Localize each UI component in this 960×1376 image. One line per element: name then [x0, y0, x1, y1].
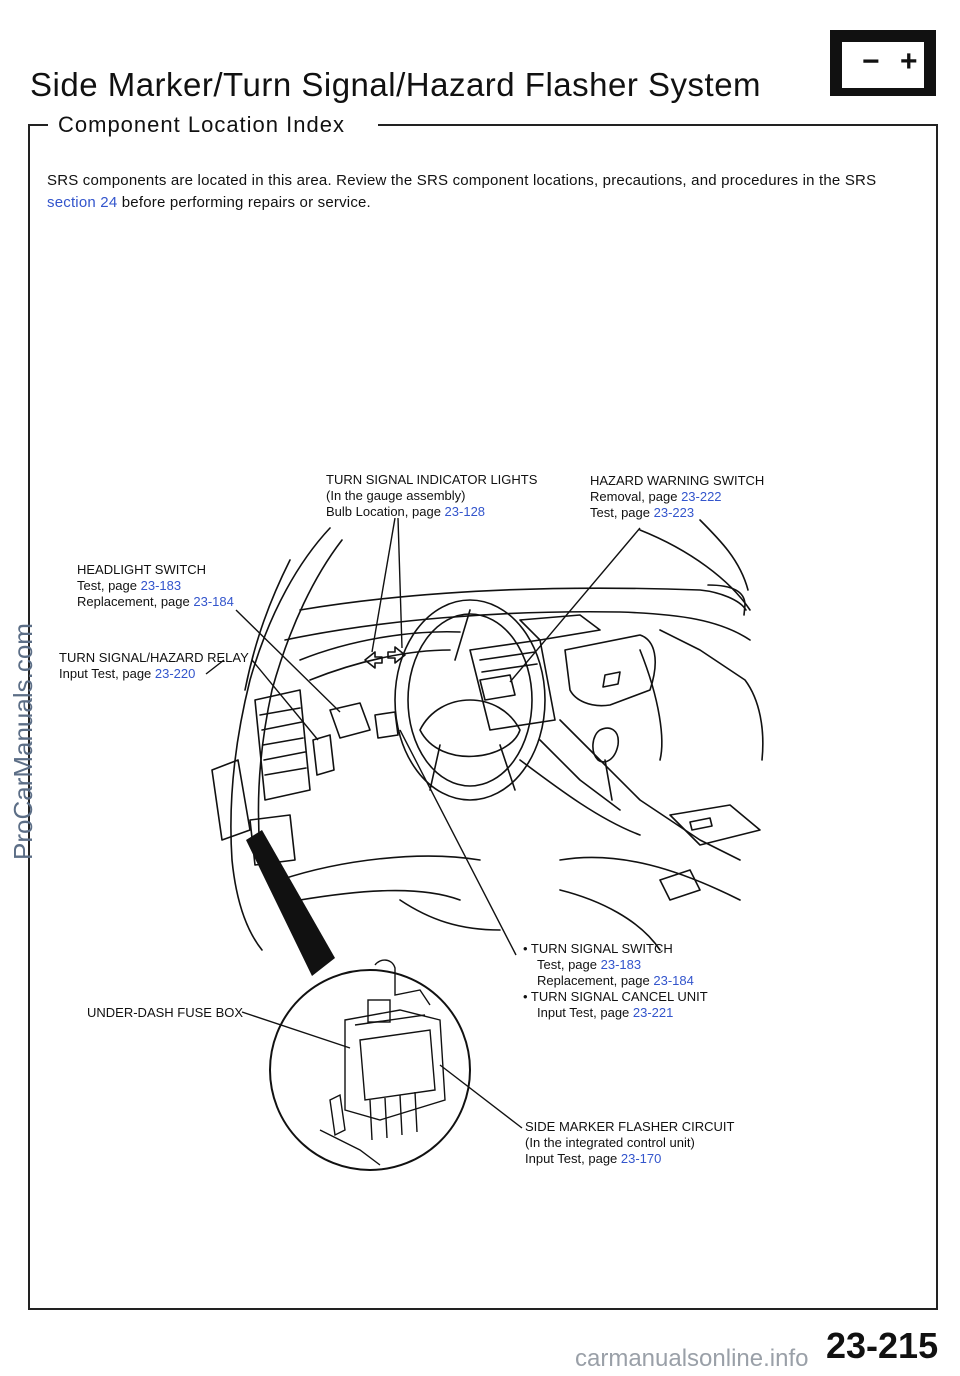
callout-hazard-warning-switch: HAZARD WARNING SWITCH Removal, page 23-2…	[590, 473, 765, 520]
page-link-23-170[interactable]: 23-170	[620, 1151, 662, 1166]
callout-turn-signal-switch: • TURN SIGNAL SWITCH Test, page 23-183 R…	[523, 941, 708, 1020]
callout-under-dash-fuse-box: UNDER-DASH FUSE BOX	[87, 1005, 244, 1020]
srs-notice: SRS components are located in this area.…	[47, 172, 877, 211]
content-frame	[28, 124, 938, 1310]
page-number: 23-215	[826, 1325, 939, 1366]
page-link-23-222[interactable]: 23-222	[681, 489, 722, 504]
page-link-23-184b[interactable]: 23-184	[653, 973, 694, 988]
page-link-23-184[interactable]: 23-184	[193, 594, 234, 609]
page-title: Side Marker/Turn Signal/Hazard Flasher S…	[30, 66, 762, 103]
section-subtitle: Component Location Index	[58, 112, 345, 137]
callout-headlight-switch: HEADLIGHT SWITCH Test, page 23-183 Repla…	[77, 562, 234, 609]
page-link-23-128[interactable]: 23-128	[444, 504, 486, 519]
callout-side-marker-flasher-circuit: SIDE MARKER FLASHER CIRCUIT (In the inte…	[525, 1119, 735, 1166]
page-link-23-183[interactable]: 23-183	[140, 578, 182, 593]
callout-turn-signal-indicator-lights: TURN SIGNAL INDICATOR LIGHTS (In the gau…	[326, 472, 538, 519]
page-link-23-221[interactable]: 23-221	[632, 1005, 674, 1020]
battery-icon: − +	[830, 30, 936, 96]
page-link-23-220[interactable]: 23-220	[154, 666, 196, 681]
section-24-link[interactable]: section 24	[47, 194, 118, 211]
page-link-23-223[interactable]: 23-223	[653, 505, 695, 520]
page-link-23-183b[interactable]: 23-183	[600, 957, 642, 972]
footer-watermark: carmanualsonline.info	[575, 1345, 809, 1372]
callout-turn-signal-hazard-relay: TURN SIGNAL/HAZARD RELAY Input Test, pag…	[59, 650, 249, 681]
side-watermark: ProCarManuals.com	[8, 623, 38, 860]
